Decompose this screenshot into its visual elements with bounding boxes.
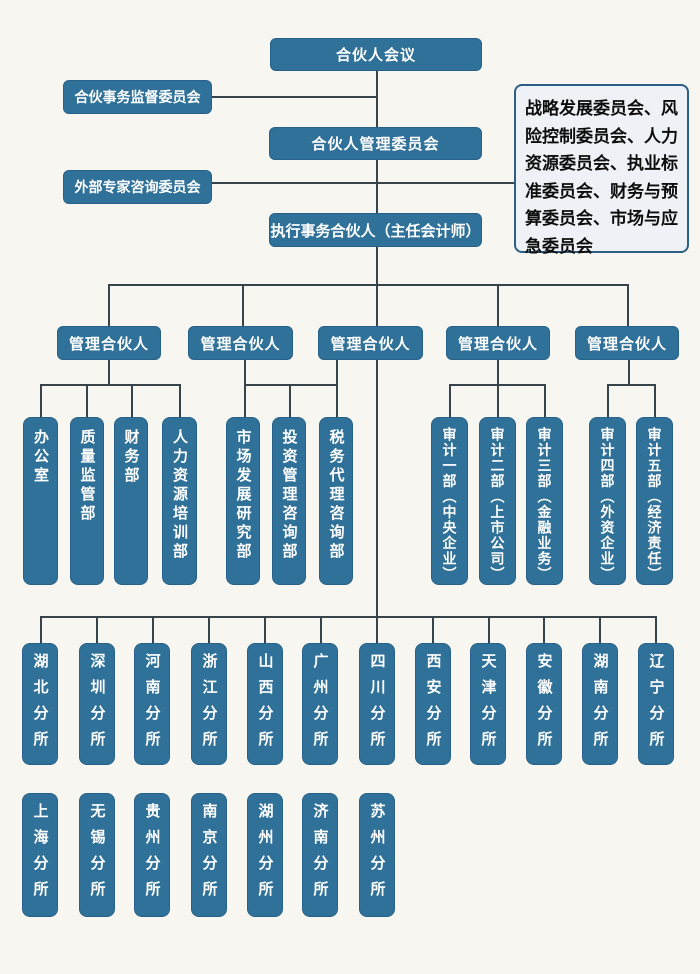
- connector-line: [96, 616, 98, 644]
- connector-line: [488, 616, 490, 644]
- node-branch-guizhou: 贵州分所: [134, 793, 170, 917]
- connector-line: [599, 616, 601, 644]
- node-dept-audit-5: 审计五部（经济责任）: [636, 417, 673, 585]
- connector-line: [497, 384, 499, 418]
- node-dept-quality-supervision: 质量监管部: [70, 417, 104, 585]
- node-managing-partner-2: 管理合伙人: [188, 326, 293, 360]
- node-dept-investment-consulting: 投资管理咨询部: [272, 417, 306, 585]
- node-branch-anhui: 安徽分所: [526, 643, 562, 765]
- node-management-committee: 合伙人管理委员会: [269, 127, 482, 160]
- connector-line: [376, 616, 378, 644]
- node-dept-audit-1: 审计一部（中央企业）: [431, 417, 468, 585]
- connector-line: [497, 359, 499, 386]
- node-external-advisory-committee: 外部专家咨询委员会: [63, 170, 212, 204]
- node-partner-meeting: 合伙人会议: [270, 38, 482, 71]
- node-dept-hr-training: 人力资源培训部: [162, 417, 197, 585]
- connector-line: [449, 384, 451, 418]
- connector-line: [109, 284, 628, 286]
- connector-line: [376, 246, 378, 286]
- connector-line: [152, 616, 154, 644]
- connector-line: [376, 159, 378, 214]
- node-branch-suzhou: 苏州分所: [359, 793, 395, 917]
- node-dept-office: 办公室: [23, 417, 58, 585]
- connector-line: [40, 616, 42, 644]
- node-dept-audit-3: 审计三部（金融业务）: [526, 417, 563, 585]
- node-managing-partner-5: 管理合伙人: [575, 326, 679, 360]
- connector-line: [131, 384, 133, 418]
- connector-line: [607, 384, 609, 418]
- connector-line: [86, 384, 88, 418]
- connector-line: [607, 384, 655, 386]
- node-branch-wuxi: 无锡分所: [79, 793, 115, 917]
- node-managing-partner-4: 管理合伙人: [446, 326, 550, 360]
- node-branch-shenzhen: 深圳分所: [79, 643, 115, 765]
- node-branch-zhejiang: 浙江分所: [191, 643, 227, 765]
- connector-line: [244, 384, 246, 418]
- node-branch-huzhou: 湖州分所: [247, 793, 283, 917]
- committees-note: 战略发展委员会、风险控制委员会、人力资源委员会、执业标准委员会、财务与预算委员会…: [514, 84, 689, 257]
- connector-line: [242, 284, 244, 326]
- node-supervision-committee: 合伙事务监督委员会: [63, 80, 212, 114]
- connector-line: [628, 359, 630, 386]
- node-branch-liaoning: 辽宁分所: [638, 643, 674, 765]
- connector-line: [208, 616, 210, 644]
- node-dept-audit-4: 审计四部（外资企业）: [589, 417, 626, 585]
- node-dept-market-research: 市场发展研究部: [226, 417, 260, 585]
- connector-line: [376, 284, 378, 326]
- connector-line: [376, 359, 378, 618]
- connector-line: [40, 384, 181, 386]
- node-branch-xian: 西安分所: [415, 643, 451, 765]
- node-executive-partner: 执行事务合伙人（主任会计师）: [269, 213, 482, 247]
- node-branch-tianjin: 天津分所: [470, 643, 506, 765]
- connector-line: [627, 284, 629, 326]
- connector-line: [320, 616, 322, 644]
- node-branch-jinan: 济南分所: [302, 793, 338, 917]
- node-branch-sichuan: 四川分所: [359, 643, 395, 765]
- connector-line: [212, 182, 515, 184]
- connector-line: [40, 616, 656, 618]
- node-branch-hubei: 湖北分所: [22, 643, 58, 765]
- node-branch-hunan: 湖南分所: [582, 643, 618, 765]
- connector-line: [543, 616, 545, 644]
- node-branch-shanxi: 山西分所: [247, 643, 283, 765]
- connector-line: [432, 616, 434, 644]
- node-branch-nanjing: 南京分所: [191, 793, 227, 917]
- connector-line: [654, 384, 656, 418]
- connector-line: [544, 384, 546, 418]
- connector-line: [497, 284, 499, 326]
- node-dept-audit-2: 审计二部（上市公司）: [479, 417, 516, 585]
- connector-line: [289, 384, 291, 418]
- connector-line: [264, 616, 266, 644]
- node-branch-henan: 河南分所: [134, 643, 170, 765]
- connector-line: [108, 284, 110, 326]
- connector-line: [244, 359, 246, 386]
- node-managing-partner-1: 管理合伙人: [57, 326, 161, 360]
- node-managing-partner-3: 管理合伙人: [318, 326, 423, 360]
- connector-line: [376, 70, 378, 128]
- connector-line: [40, 384, 42, 418]
- connector-line: [212, 96, 377, 98]
- connector-line: [179, 384, 181, 418]
- node-branch-guangzhou: 广州分所: [302, 643, 338, 765]
- connector-line: [336, 359, 338, 418]
- connector-line: [108, 359, 110, 386]
- connector-line: [655, 616, 657, 644]
- node-dept-tax-consulting: 税务代理咨询部: [319, 417, 353, 585]
- node-dept-finance: 财务部: [114, 417, 148, 585]
- node-branch-shanghai: 上海分所: [22, 793, 58, 917]
